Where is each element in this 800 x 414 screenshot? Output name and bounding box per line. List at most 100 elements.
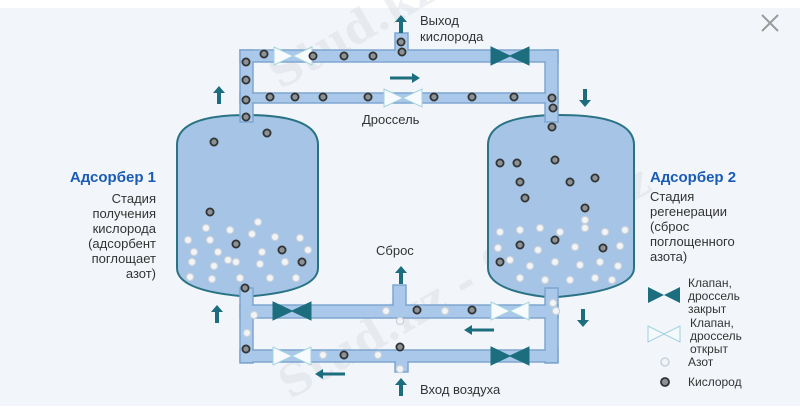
oxygen-molecule [590, 173, 600, 183]
adsorber-2-tank [487, 113, 635, 298]
adsorber-2-line: регенерации [650, 204, 727, 219]
flow-arrow-up-icon [395, 378, 407, 396]
nitrogen-molecule [207, 274, 217, 284]
flow-arrow-down-icon [579, 89, 591, 107]
nitrogen-molecule [209, 261, 219, 271]
adsorber-1-line: получения [92, 206, 156, 221]
nitrogen-molecule [515, 273, 525, 283]
oxygen-molecule [396, 37, 406, 47]
oxygen-molecule [467, 305, 477, 315]
open-valve-icon [647, 325, 681, 343]
oxygen-molecule [241, 344, 251, 354]
nitrogen-molecule [183, 235, 193, 245]
nitrogen-molecule [595, 257, 605, 267]
nitrogen-molecule [381, 306, 391, 316]
oxygen-molecule [308, 51, 318, 61]
oxygen-molecule [318, 92, 328, 102]
nitrogen-molecule [225, 225, 235, 235]
close-icon[interactable] [761, 14, 779, 32]
nitrogen-molecule [185, 272, 195, 282]
nitrogen-molecule [550, 257, 560, 267]
oxygen-molecule [509, 92, 519, 102]
nitrogen-molecule [493, 243, 503, 253]
nitrogen-molecule [257, 247, 267, 257]
oxygen-icon [660, 377, 670, 387]
nitrogen-molecule [515, 225, 525, 235]
oxygen-molecule [515, 240, 525, 250]
nitrogen-molecule [570, 242, 580, 252]
oxygen-molecule [241, 75, 251, 85]
nitrogen-molecule [495, 227, 505, 237]
air-in-label: Вход воздуха [420, 382, 501, 397]
open-valve [272, 346, 312, 366]
nitrogen-molecule [280, 257, 290, 267]
oxygen-molecule [429, 92, 439, 102]
adsorber-1-title: Адсорбер 1 [70, 169, 156, 186]
nitrogen-molecule [533, 245, 543, 255]
oxygen-molecule [277, 245, 287, 255]
nitrogen-molecule [205, 235, 215, 245]
close-button[interactable] [755, 10, 785, 36]
oxygen-molecule [412, 305, 422, 315]
oxygen-molecule [547, 93, 557, 103]
nitrogen-molecule [189, 247, 199, 257]
nitrogen-molecule [525, 261, 535, 271]
oxygen-molecule [395, 342, 405, 352]
nitrogen-molecule [265, 273, 275, 283]
oxygen-out-label-1: Выход [420, 13, 459, 28]
oxygen-molecule [259, 49, 269, 59]
molecules [183, 37, 630, 374]
nitrogen-icon [660, 357, 670, 367]
legend-open-1: Клапан, [690, 316, 734, 330]
oxygen-molecule [240, 283, 250, 293]
discharge-label: Сброс [376, 243, 414, 258]
nitrogen-molecule [373, 350, 383, 360]
adsorber-2-title: Адсорбер 2 [650, 169, 736, 186]
nitrogen-molecule [213, 247, 223, 257]
oxygen-molecule [262, 128, 272, 138]
nitrogen-molecule [540, 275, 550, 285]
oxygen-molecule [339, 350, 349, 360]
closed-valve-icon [648, 287, 680, 303]
flow-arrow-up-icon [395, 15, 407, 33]
oxygen-molecule [550, 235, 560, 245]
legend-closed-3: закрыт [688, 302, 727, 316]
flow-arrow-left-icon [464, 325, 494, 335]
nitrogen-molecule [440, 306, 450, 316]
nitrogen-molecule [291, 273, 301, 283]
oxygen-molecule [290, 92, 300, 102]
nitrogen-molecule [247, 229, 257, 239]
oxygen-molecule [598, 243, 608, 253]
oxygen-molecule [339, 51, 349, 61]
adsorber-1-line: поглощает [92, 251, 156, 266]
oxygen-molecule [547, 122, 557, 132]
nitrogen-molecule [295, 233, 305, 243]
adsorber-2-line: Стадия [650, 189, 694, 204]
oxygen-molecule [520, 193, 530, 203]
oxygen-molecule [241, 95, 251, 105]
nitrogen-molecule [231, 257, 241, 267]
nitrogen-molecule [303, 245, 313, 255]
nitrogen-molecule [535, 223, 545, 233]
open-valve [490, 301, 530, 321]
adsorber-2-line: азота) [650, 249, 687, 264]
nitrogen-molecule [551, 306, 561, 316]
nitrogen-molecule [253, 217, 263, 227]
nitrogen-molecule [580, 223, 590, 233]
oxygen-molecule [580, 203, 590, 213]
nitrogen-molecule [620, 225, 630, 235]
nitrogen-molecule [548, 298, 558, 308]
legend: Клапан, дроссель закрыт Клапан, дроссель… [647, 276, 742, 389]
adsorber-1-description: Стадияполучениякислорода(адсорбентпоглощ… [88, 191, 157, 281]
oxygen-molecule [512, 158, 522, 168]
nitrogen-molecule [607, 275, 617, 285]
oxygen-molecule [565, 177, 575, 187]
flow-arrows [211, 15, 591, 396]
oxygen-molecule [368, 51, 378, 61]
legend-closed-2: дроссель [688, 289, 740, 303]
nitrogen-molecule [600, 227, 610, 237]
flow-arrow-up-icon [213, 86, 225, 104]
nitrogen-molecule [565, 275, 575, 285]
adsorber-1-line: (адсорбент [88, 236, 156, 251]
